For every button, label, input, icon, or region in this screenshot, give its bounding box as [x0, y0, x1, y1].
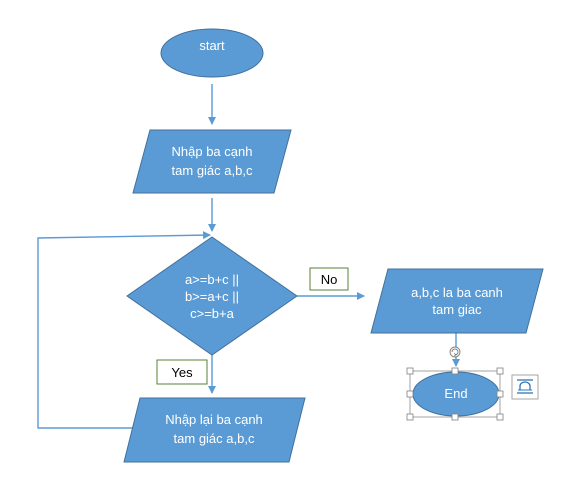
resize-handle-left[interactable]: [406, 390, 414, 398]
resize-handle-bottom[interactable]: [451, 413, 459, 421]
input-label-line-2: tam giác a,b,c: [172, 163, 253, 178]
resize-handle-top[interactable]: [451, 367, 459, 375]
condition-shape[interactable]: [126, 236, 298, 356]
output-shape[interactable]: [370, 268, 544, 334]
reinput-label-line-2: tam giác a,b,c: [174, 431, 255, 446]
end-label: End: [444, 386, 467, 401]
input-shape[interactable]: [132, 129, 292, 194]
no-label-rect[interactable]: [309, 267, 349, 291]
input-parallelogram[interactable]: Nhập ba cạnh tam giác a,b,c: [132, 129, 292, 194]
start-ellipse[interactable]: [160, 28, 264, 78]
resize-handle-right[interactable]: [496, 390, 504, 398]
connector-reinput-loop-back[interactable]: [37, 231, 211, 429]
resize-handle-bottom-left[interactable]: [406, 413, 414, 421]
no-label: No: [321, 272, 338, 287]
output-label-line-1: a,b,c la ba canh: [411, 285, 503, 300]
condition-line-3: c>=b+a: [190, 306, 235, 321]
resize-handle-top-right[interactable]: [496, 367, 504, 375]
start-label: start: [199, 38, 225, 53]
layout-options-icon[interactable]: [511, 374, 539, 400]
condition-line-2: b>=a+c ||: [185, 289, 239, 304]
output-parallelogram[interactable]: a,b,c la ba canh tam giac: [370, 268, 544, 334]
reinput-parallelogram[interactable]: Nhập lại ba cạnh tam giác a,b,c: [123, 397, 306, 463]
no-label-box[interactable]: No: [309, 267, 349, 291]
input-label-line-1: Nhập ba cạnh: [172, 144, 253, 159]
yes-label: Yes: [171, 365, 193, 380]
selection-frame: [406, 367, 504, 421]
start-terminator[interactable]: start: [160, 28, 264, 78]
yes-label-box[interactable]: Yes: [156, 359, 208, 385]
output-label-line-2: tam giac: [432, 302, 482, 317]
end-terminator[interactable]: End: [412, 371, 500, 417]
reinput-label-line-1: Nhập lại ba cạnh: [165, 412, 263, 427]
condition-diamond[interactable]: a>=b+c || b>=a+c || c>=b+a: [126, 236, 298, 356]
resize-handle-bottom-right[interactable]: [496, 413, 504, 421]
resize-handle-top-left[interactable]: [406, 367, 414, 375]
rotate-handle-icon[interactable]: [449, 346, 461, 358]
yes-label-rect[interactable]: [156, 359, 208, 385]
reinput-shape[interactable]: [123, 397, 306, 463]
condition-line-1: a>=b+c ||: [185, 272, 239, 287]
